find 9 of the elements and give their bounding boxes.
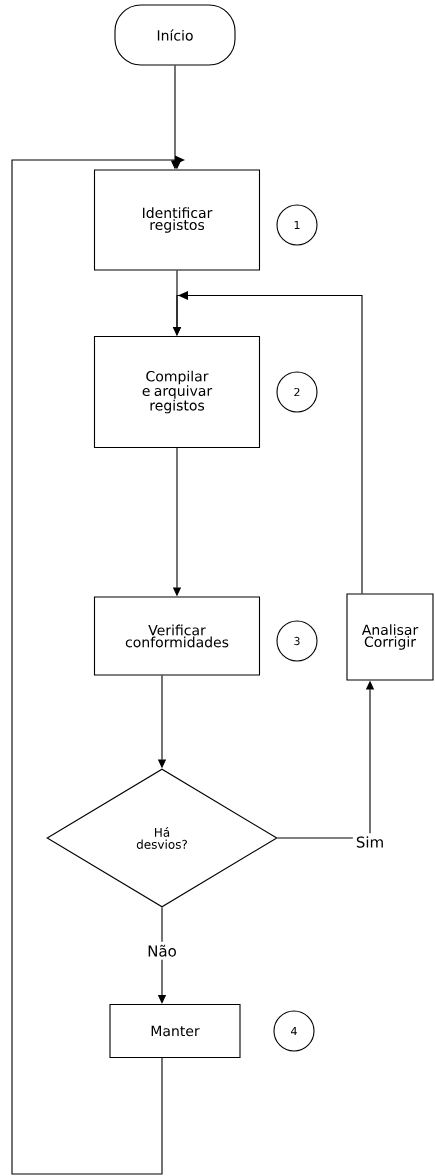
arrow: [11, 155, 185, 1175]
process-box: Manter: [109, 1003, 241, 1059]
process-box: Analisar Corrigir: [346, 593, 434, 681]
process-box: Compilar e arquivar registos: [93, 335, 261, 449]
edge-label: Sim: [352, 833, 388, 851]
start-terminal: Início: [114, 4, 236, 66]
process-box: Verificar conformidades: [93, 596, 261, 676]
edge-label: Não: [144, 941, 180, 960]
process-box: Identificar registos: [93, 169, 261, 271]
